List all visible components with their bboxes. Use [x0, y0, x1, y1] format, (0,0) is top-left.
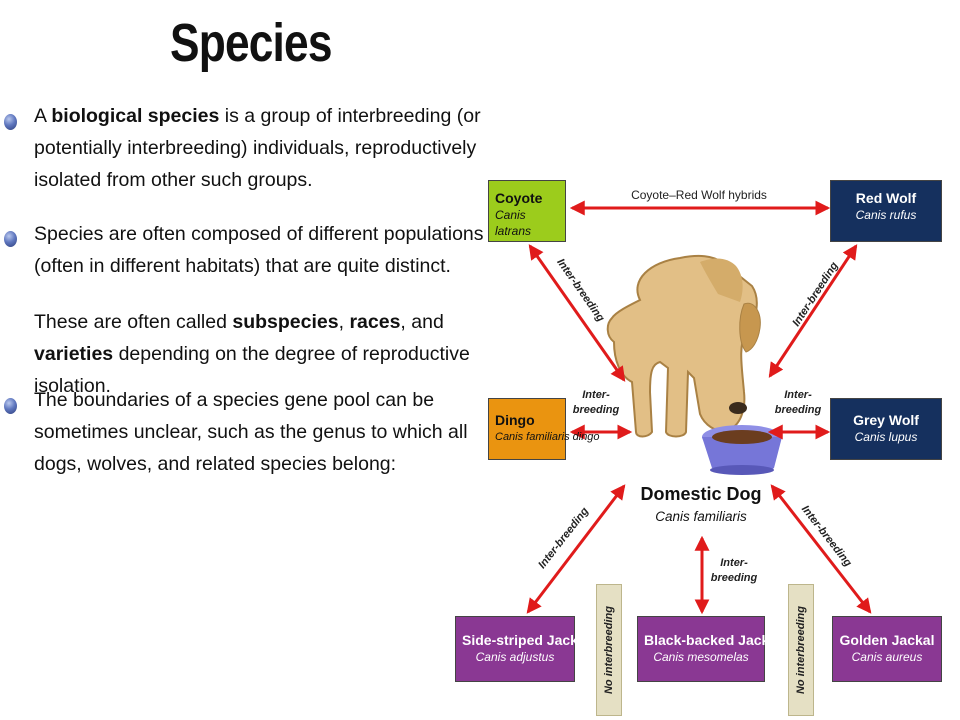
- golden-jackal-box: Golden Jackal Canis aureus: [832, 616, 942, 682]
- text-run: Species are often composed of different …: [34, 223, 484, 277]
- subspecies-paragraph: These are often called subspecies, races…: [34, 306, 484, 402]
- no-interbreeding-strip: No interbreeding: [788, 584, 814, 716]
- bullet-marker-icon: [4, 398, 17, 414]
- bold-term: races: [349, 311, 401, 333]
- grey-wolf-box: Grey Wolf Canis lupus: [830, 398, 942, 460]
- center-scientific-name: Canis familiaris: [655, 509, 747, 524]
- text-run: The boundaries of a species gene pool ca…: [34, 389, 468, 475]
- red-wolf-scientific-name: Canis rufus: [855, 208, 917, 222]
- bullet-marker-icon: [4, 114, 17, 130]
- side-striped-jackal-box: Side-striped Jackal Canis adjustus: [455, 616, 590, 682]
- bullet-marker-icon: [4, 231, 17, 247]
- black-backed-jackal-scientific-name: Canis mesomelas: [653, 650, 749, 664]
- arrow-coyote-dog: [528, 244, 626, 382]
- black-backed-jackal-box: Black-backed Jackal Canis mesomelas: [637, 616, 781, 682]
- text-run: is a group of interbreeding (or potentia…: [34, 105, 481, 191]
- black-backed-jackal-common-name: Black-backed Jackal: [644, 632, 781, 648]
- bold-term: subspecies: [232, 311, 339, 333]
- side-striped-jackal-scientific-name: Canis adjustus: [475, 650, 555, 664]
- grey-wolf-scientific-name: Canis lupus: [854, 430, 918, 444]
- no-interbreeding-label: No interbreeding: [795, 605, 807, 695]
- bold-term: biological species: [51, 105, 220, 127]
- golden-jackal-common-name: Golden Jackal: [839, 632, 935, 648]
- center-common-name: Domestic Dog: [640, 484, 761, 504]
- golden-jackal-scientific-name: Canis aureus: [851, 650, 923, 664]
- text-run: depending on the degree of reproductive …: [34, 343, 470, 397]
- text-run: These are often called: [34, 311, 233, 333]
- text-run: ,: [338, 311, 350, 333]
- arrow-red-wolf-dog: [768, 244, 858, 378]
- inter-label-line2: breeding: [775, 404, 822, 416]
- red-wolf-box: Red Wolf Canis rufus: [830, 180, 942, 242]
- page-title: Species: [170, 13, 332, 73]
- center-species-label: Domestic Dog Canis familiaris: [640, 484, 761, 524]
- bullet-biological-species: A biological species is a group of inter…: [34, 100, 484, 196]
- no-interbreeding-strip: No interbreeding: [596, 584, 622, 716]
- inter-label-line1: Inter-: [720, 557, 748, 569]
- side-striped-jackal-common-name: Side-striped Jackal: [462, 632, 590, 648]
- hybrids-label: Coyote–Red Wolf hybrids: [631, 188, 767, 202]
- bullet-gene-pool-boundaries: The boundaries of a species gene pool ca…: [34, 384, 484, 480]
- inter-breeding-label: Inter-breeding: [799, 503, 854, 569]
- inter-label-line2: breeding: [711, 572, 758, 584]
- dog-illustration: [606, 254, 782, 475]
- red-wolf-common-name: Red Wolf: [855, 190, 917, 206]
- bold-term: varieties: [34, 343, 114, 365]
- inter-breeding-label: Inter-breeding: [790, 260, 840, 329]
- arrow-golden-jackal-dog: [770, 484, 872, 614]
- no-interbreeding-label: No interbreeding: [603, 605, 615, 695]
- inter-label-line1: Inter-: [784, 389, 812, 401]
- dingo-box: Dingo Canis familiaris dingo: [488, 398, 600, 460]
- coyote-common-name: Coyote: [495, 190, 543, 206]
- dingo-common-name: Dingo: [495, 412, 535, 428]
- inter-label-line1: Inter-: [582, 389, 610, 401]
- coyote-scientific-name: Canis latrans: [495, 208, 532, 238]
- inter-label-line2: breeding: [573, 404, 620, 416]
- dingo-scientific-name: Canis familiaris dingo: [495, 431, 600, 443]
- text-run: A: [34, 105, 52, 127]
- bullet-populations: Species are often composed of different …: [34, 218, 484, 282]
- arrow-side-striped-jackal-dog: [526, 484, 626, 614]
- text-run: , and: [400, 311, 444, 333]
- grey-wolf-common-name: Grey Wolf: [853, 412, 919, 428]
- coyote-box: Coyote Canis latrans: [488, 180, 566, 242]
